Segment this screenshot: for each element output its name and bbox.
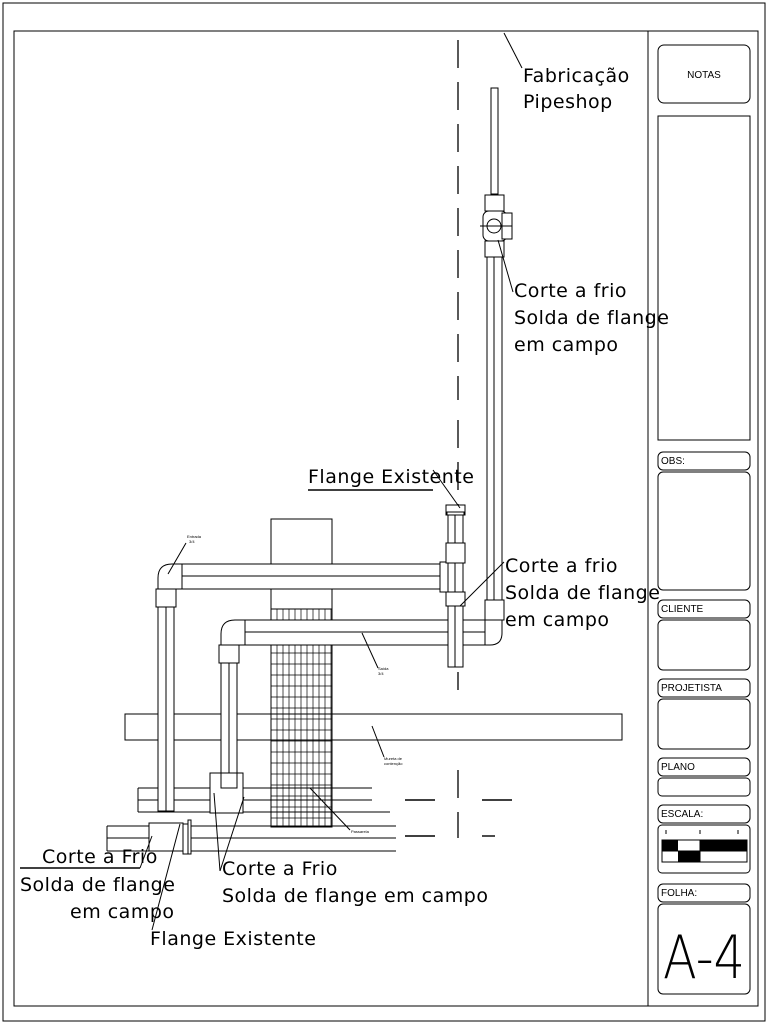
annotation-corte-top-2: Solda de flange: [514, 307, 669, 329]
title-block: NOTAS OBS: CLIENTE PROJETISTA PLANO ESCA…: [657, 44, 751, 995]
plano-content: [657, 777, 751, 797]
annotation-corte-left-3: em campo: [70, 901, 175, 923]
existing-flange-riser: [445, 504, 466, 668]
notas-content-box: [657, 115, 751, 441]
leader-lines: [20, 32, 523, 931]
escala-label: ESCALA:: [661, 809, 703, 820]
label-entrada: Entrada: [187, 534, 202, 539]
obs-header: [657, 451, 751, 471]
annotation-corte-left-2: Solda de flange: [20, 874, 175, 896]
plano-label: PLANO: [661, 762, 695, 773]
annotation-corte-left-1: Corte a Frio: [42, 846, 158, 868]
escala-header: [657, 804, 751, 824]
label-saida-size: 3/4: [378, 671, 384, 676]
label-entrada-size: 3/4: [189, 539, 195, 544]
annotation-corte-bottom-2: Solda de flange em campo: [222, 885, 488, 907]
containment-wall: [124, 713, 623, 741]
left-vertical-pipe: [148, 588, 192, 855]
folha-header: [657, 883, 751, 903]
folha-label: FOLHA:: [661, 888, 697, 899]
obs-content: [657, 471, 751, 591]
obs-label: OBS:: [661, 456, 685, 467]
annotation-corte-mid-3: em campo: [505, 609, 610, 631]
cliente-header: [657, 599, 751, 619]
projetista-label: PROJETISTA: [661, 683, 722, 694]
projetista-content: [657, 698, 751, 750]
label-mureta: Mureta de: [384, 756, 403, 761]
annotation-corte-mid-2: Solda de flange: [505, 582, 660, 604]
annotation-corte-mid-1: Corte a frio: [505, 555, 618, 577]
annotation-pipeshop: Pipeshop: [523, 91, 613, 113]
annotation-corte-bottom-1: Corte a Frio: [222, 858, 338, 880]
annotation-corte-top-3: em campo: [514, 334, 619, 356]
label-contencao: contenção: [384, 761, 403, 766]
annotation-flange-existente-top: Flange Existente: [308, 466, 474, 488]
label-saida: Saída: [378, 666, 389, 671]
plano-header: [657, 757, 751, 777]
projetista-header: [657, 678, 751, 698]
upper-horizontal-pipe: [157, 561, 463, 593]
notas-label: NOTAS: [687, 70, 721, 81]
lower-horizontal-pipe: [209, 619, 486, 814]
annotation-flange-existente-bottom: Flange Existente: [150, 928, 316, 950]
annotation-fabricacao: Fabricação: [523, 65, 630, 87]
label-passarela: Passarela: [351, 829, 370, 834]
inner-border: [13, 30, 759, 1007]
notas-box: [657, 44, 751, 104]
folha-content: [657, 903, 751, 995]
scale-bar: [661, 830, 748, 863]
sheet-number: A-4: [663, 923, 745, 993]
cliente-content: [657, 619, 751, 671]
small-labels: Entrada 3/4 Saída 3/4 Mureta de contençã…: [187, 534, 403, 834]
tall-vertical-pipe: [480, 87, 513, 646]
escala-content: [657, 824, 751, 874]
annotation-corte-top-1: Corte a frio: [514, 280, 627, 302]
annotations: Fabricação Pipeshop Corte a frio Solda d…: [20, 65, 669, 950]
cliente-label: CLIENTE: [661, 604, 704, 615]
